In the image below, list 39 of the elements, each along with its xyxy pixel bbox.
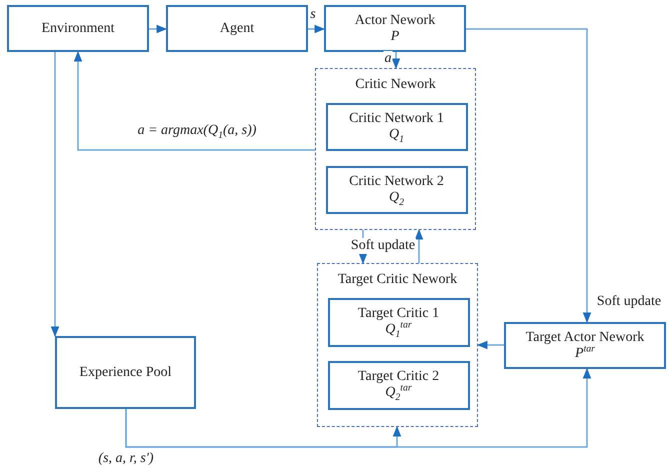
arrow: [414, 228, 424, 263]
box-label: Target Critic 1: [358, 306, 440, 322]
box-label: Critic Network 2: [349, 174, 444, 190]
math-symbol: Q$_{2}$: [388, 190, 404, 206]
process-box: [326, 166, 468, 214]
edge-label: a = argmax(Q$_{1}$(a, s)): [136, 123, 258, 139]
process-box: [7, 5, 149, 52]
arrow: [476, 340, 504, 350]
box-label: Target Critic 2: [358, 369, 440, 385]
box-label: Agent: [220, 20, 254, 36]
process-box: [504, 322, 666, 369]
process-box: [324, 5, 466, 52]
math-symbol: P: [390, 28, 400, 44]
process-box: [328, 298, 470, 346]
process-box: [328, 360, 470, 410]
arrow: [308, 24, 326, 34]
edge-label: Soft update: [350, 238, 416, 254]
math-symbol: P$^{tar}$: [575, 346, 595, 362]
arrow: [392, 52, 400, 70]
group-title: Target Critic Nework: [338, 272, 458, 288]
arrow: [74, 50, 315, 151]
box-label: Environment: [41, 20, 115, 36]
box-label: Actor Nework: [354, 12, 436, 28]
edge-label: (s, a, r, s′): [97, 451, 155, 467]
arrow: [149, 24, 168, 34]
process-box: [55, 336, 196, 409]
arrow: [125, 368, 592, 448]
group-title: Critic Nework: [355, 77, 436, 93]
box-label: Experience Pool: [79, 364, 172, 380]
box-label: Critic Network 1: [349, 110, 444, 126]
arrow: [50, 52, 60, 338]
arrow: [466, 28, 592, 324]
process-box: [326, 102, 468, 150]
edge-label: Soft update: [596, 294, 662, 310]
box-label: Target Actor Nework: [526, 330, 644, 346]
math-symbol: Q$_{1}$: [388, 126, 404, 142]
group-box: [315, 68, 476, 230]
process-box: [166, 5, 308, 52]
group-box: [317, 263, 478, 427]
